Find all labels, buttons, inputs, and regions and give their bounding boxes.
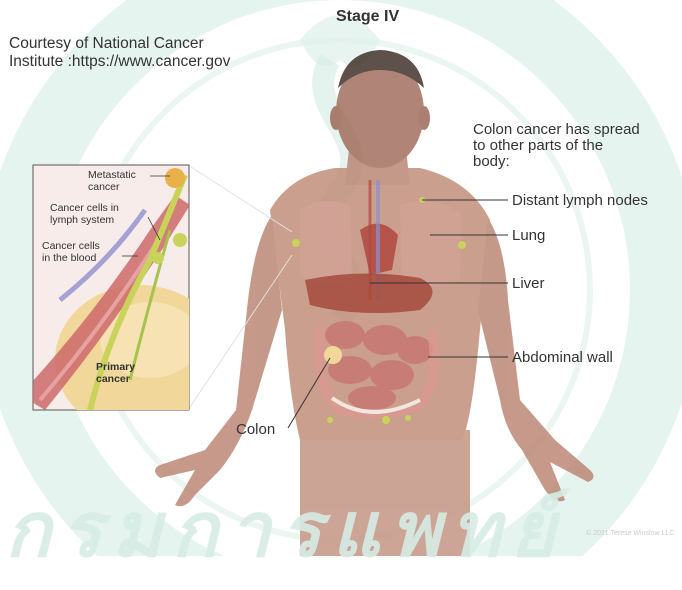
label-liver: Liver: [512, 275, 545, 292]
inset-primary-line-2: cancer: [96, 373, 130, 385]
label-abdominal-wall: Abdominal wall: [512, 349, 613, 366]
inset-blood-line-1: Cancer cells: [42, 240, 100, 252]
label-distant-lymph-nodes: Distant lymph nodes: [512, 192, 648, 209]
description-line-3: body:: [473, 153, 510, 170]
label-lung: Lung: [512, 227, 545, 244]
credit-line-2[interactable]: Institute :https://www.cancer.gov: [9, 53, 230, 71]
inset-primary-line-1: Primary: [96, 361, 135, 373]
description-line-2: to other parts of the: [473, 137, 603, 154]
inset-metastatic-line-1: Metastatic: [88, 169, 136, 181]
inset-lymph-line-2: lymph system: [50, 214, 114, 226]
inset-blood-line-2: in the blood: [42, 252, 96, 264]
inset-metastatic-line-2: cancer: [88, 181, 120, 193]
inset-lymph-line-1: Cancer cells in: [50, 202, 119, 214]
credit-line-1: Courtesy of National Cancer: [9, 35, 204, 53]
copyright-notice: © 2021 Terese Winslow LLC: [586, 530, 674, 537]
watermark-thai-text: กรมการแพทย์: [5, 470, 565, 590]
description-line-1: Colon cancer has spread: [473, 121, 640, 138]
label-colon: Colon: [236, 421, 275, 438]
stage-title: Stage IV: [336, 8, 399, 26]
